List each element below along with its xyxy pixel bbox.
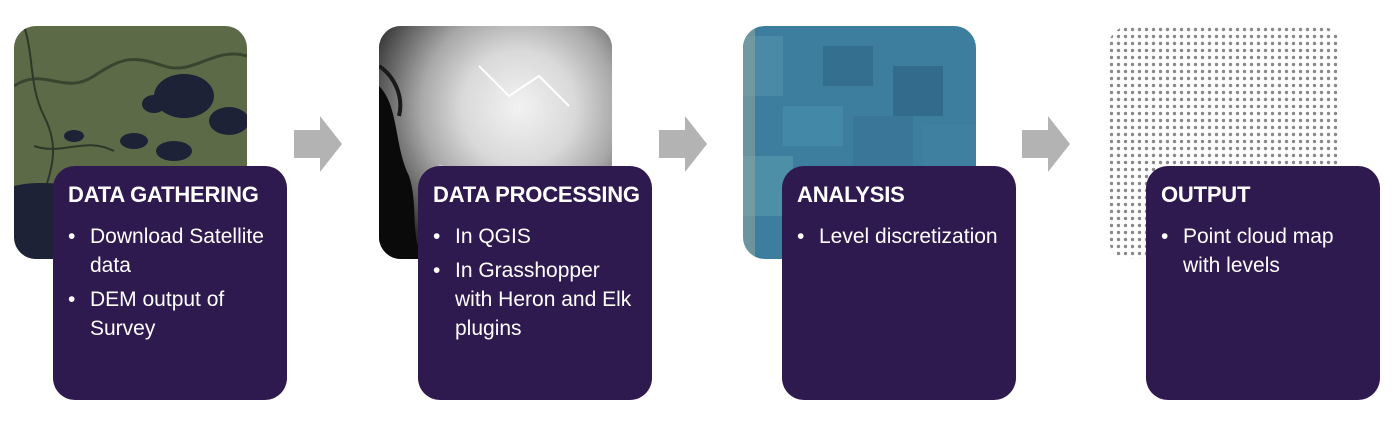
step-title: OUTPUT: [1161, 182, 1251, 207]
step-title: DATA GATHERING: [68, 182, 259, 207]
step-card-analysis: ANALYSIS Level discretization: [782, 166, 1016, 400]
step-title: DATA PROCESSING: [433, 182, 640, 207]
step-bullet: In Grasshopper with Heron and Elk plugin…: [433, 256, 636, 343]
right-arrow-icon: [659, 116, 707, 172]
step-bullet: In QGIS: [433, 222, 636, 251]
right-arrow-icon: [1022, 116, 1070, 172]
step-bullet: DEM output of Survey: [68, 285, 271, 343]
right-arrow-icon: [294, 116, 342, 172]
step-card-data-gathering: DATA GATHERING Download Satellite data D…: [53, 166, 287, 400]
step-card-data-processing: DATA PROCESSING In QGIS In Grasshopper w…: [418, 166, 652, 400]
step-bullet: Download Satellite data: [68, 222, 271, 280]
step-title: ANALYSIS: [797, 182, 905, 207]
step-bullet: Point cloud map with levels: [1161, 222, 1364, 280]
step-card-output: OUTPUT Point cloud map with levels: [1146, 166, 1380, 400]
step-bullet: Level discretization: [797, 222, 1000, 251]
